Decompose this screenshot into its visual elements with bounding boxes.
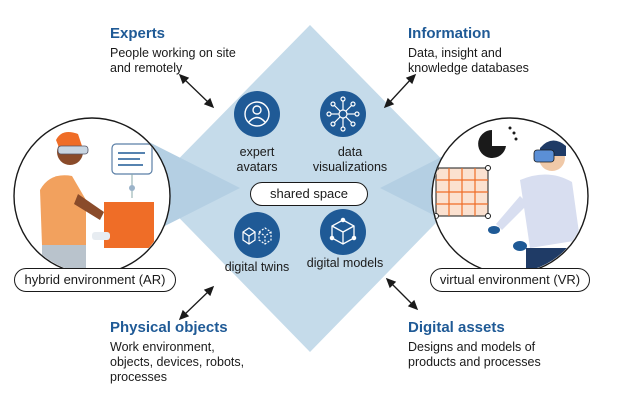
experts-text: People working on site and remotely [110,46,236,75]
data-visualizations-label: data visualizations [312,145,388,174]
information-block: Information Data, insight and knowledge … [408,25,558,76]
expert-avatars-label: expert avatars [236,145,278,174]
hybrid-environment-pill: hybrid environment (AR) [14,268,176,292]
arrow-digital [385,277,419,311]
twin-cubes-icon [242,227,272,245]
physical-objects-text: Work environment, objects, devices, robo… [110,340,245,384]
network-icon [326,96,360,132]
experts-title: Experts [110,25,166,42]
node-network [320,91,366,137]
digital-assets-text: Designs and models of products and proce… [408,340,541,369]
arrow-physical [178,285,215,321]
node-avatar [234,91,280,137]
digital-models-label: digital models [306,256,384,270]
arrow-information [383,73,417,109]
information-text: Data, insight and knowledge databases [408,46,529,75]
virtual-environment-pill: virtual environment (VR) [430,268,590,292]
arrows [178,73,419,321]
arrow-experts [178,73,215,109]
digital-twins-label: digital twins [224,260,290,274]
information-title: Information [408,25,491,42]
digital-assets-block: Digital assets Designs and models of pro… [408,319,558,370]
ar-scene [13,117,171,275]
digital-assets-title: Digital assets [408,319,505,336]
avatar-icon [244,101,270,127]
cube-icon [329,217,357,245]
shared-space-pill: shared space [250,182,368,206]
node-model [320,209,366,255]
experts-block: Experts People working on site and remot… [110,25,240,76]
node-twins [234,212,280,258]
vr-scene [431,117,589,275]
ar-worker-illustration [40,132,154,273]
physical-objects-title: Physical objects [110,319,228,336]
physical-objects-block: Physical objects Work environment, objec… [110,319,250,385]
